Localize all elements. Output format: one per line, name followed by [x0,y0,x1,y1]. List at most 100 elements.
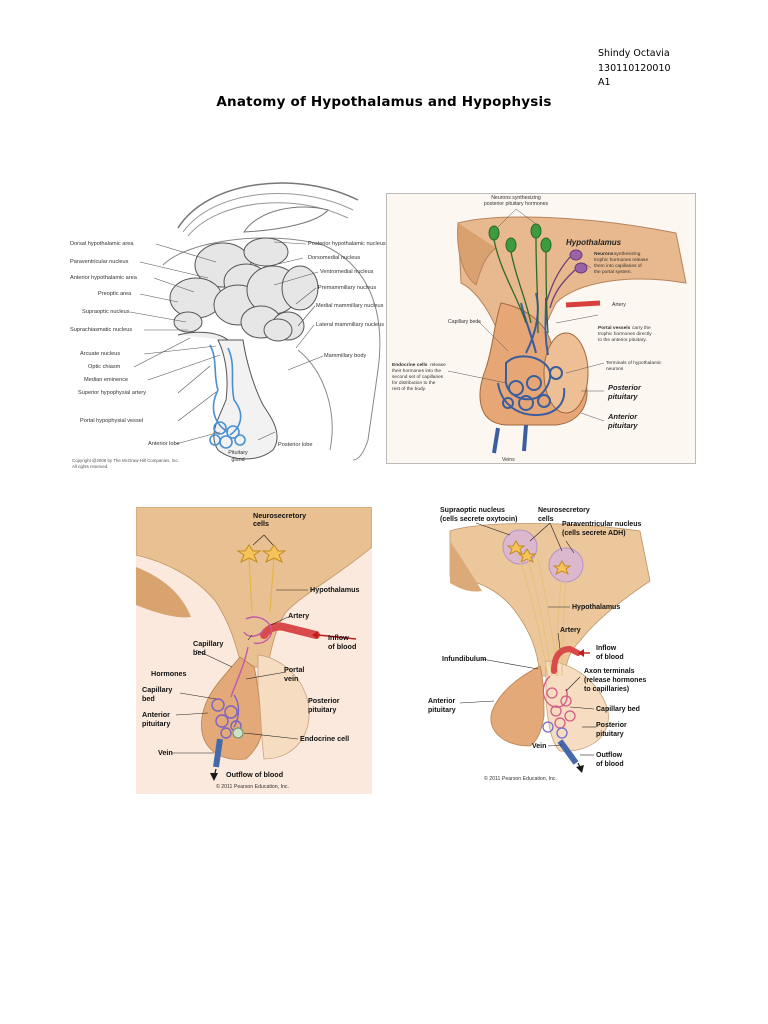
label-inflow-fig4-1: Inflow [596,645,617,652]
label-anterior-lobe: Anterior lobe [148,441,180,447]
copyright-fig3: © 2011 Pearson Education, Inc. [216,783,289,790]
label-portal-note-1: carry the [632,325,651,331]
label-dorsomedial-nucleus: Dorsomedial nucleus [308,255,360,261]
label-endocrine-cell-fig3: Endocrine cell [300,734,349,743]
label-paraventricular-1: Paraventricular nucleus [562,521,641,528]
page-title: Anatomy of Hypothalamus and Hypophysis [216,94,552,110]
label-neurosecretory-fig4-2: cells [538,516,554,523]
label-superior-hypophysial-artery: Superior hypophysial artery [78,390,146,396]
label-endocrine-bold: Endocrine cells [392,362,428,368]
label-portal-note-2: trophic hormones directly [598,331,652,337]
copyright-fig4: © 2011 Pearson Education, Inc. [484,775,557,782]
label-capillary-bed-fig3-2a: Capillary [142,685,172,694]
label-anterior-fig3-1: Anterior [142,710,170,719]
label-axon-3: to capillaries) [584,686,629,693]
label-paraventricular-2: (cells secrete ADH) [562,530,626,537]
label-hypothalamus-fig4: Hypothalamus [572,604,620,611]
label-capillary-bed-fig3-2b: bed [142,694,155,703]
figure-portal-system: Neurons synthesizing posterior pituitary… [386,193,696,464]
label-supraoptic-2: (cells secrete oxytocin) [440,516,517,523]
label-capillary-bed-fig3-1a: Capillary [193,639,223,648]
label-portal-note-3: to the anterior pituitary. [598,337,647,343]
label-arcuate-nucleus: Arcuate nucleus [80,351,120,357]
label-anterior-hypothalamic-area: Anterior hypothalamic area [70,275,138,281]
label-endocrine-note-5: rest of the body. [392,386,426,392]
label-mammillary-body: Mammillary body [324,353,366,359]
label-posterior-fig2-2: pituitary [607,392,638,401]
label-medial-mammillary-nucleus: Medial mammillary nucleus [316,303,384,309]
label-paraventricular-nucleus: Paraventricular nucleus [70,259,129,265]
figure-hypothalamic-nuclei: Dorsal hypothalamic area Paraventricular… [68,170,386,476]
label-hormones-fig3: Hormones [151,669,187,678]
label-hypothalamus-fig3: Hypothalamus [310,585,360,594]
label-endocrine-note-1: release [430,362,446,368]
label-vein-fig3: Vein [158,748,173,757]
label-outflow-fig3: Outflow of blood [226,770,283,779]
label-vein-fig4: Vein [532,743,546,750]
label-artery-fig3: Artery [288,611,309,620]
label-neurons-note-3: them into capillaries of [594,263,642,269]
label-suprachiasmatic-nucleus: Suprachiasmatic nucleus [70,327,132,333]
label-posterior-fig3-2: pituitary [308,705,336,714]
label-hypothalamus-fig2: Hypothalamus [566,238,622,247]
label-artery-fig2: Artery [612,302,626,308]
label-inflow-fig4-2: of blood [596,654,624,661]
label-neurons-synthesizing-1: Neurons synthesizing [491,195,541,201]
label-supraoptic-nucleus: Supraoptic nucleus [82,309,130,315]
label-capillary-beds-fig2: Capillary beds [448,319,481,325]
label-neurons-note-2: trophic hormones release [594,257,648,263]
label-portal-vein-1: Portal [284,665,304,674]
label-neurosecretory-fig4-1: Neurosecretory [538,507,590,514]
label-endocrine-note-4: for distribution to the [392,380,436,386]
author-id: 130110120010 [598,62,671,74]
label-neurons-note-1: synthesizing [614,251,641,257]
author-name: Shindy Octavia [598,48,670,59]
label-dorsal-hypothalamic-area: Dorsal hypothalamic area [70,241,134,247]
label-terminals-2: neurons [606,366,624,372]
label-neurons-note-bold: Neurons [594,251,614,257]
label-pituitary-gland-2: gland [231,457,244,463]
label-anterior-fig4-2: pituitary [428,707,456,714]
author-group: A1 [598,77,611,88]
label-inflow-fig3-1: Inflow [328,633,349,642]
label-neurons-synthesizing-2: posterior pituitary hormones [484,201,549,207]
author-block: Shindy Octavia 130110120010 A1 [598,47,671,91]
figure-posterior-pituitary: Supraoptic nucleus (cells secrete oxytoc… [420,501,666,782]
figure-anterior-pituitary: Neurosecretory cells Hypothalamus Artery… [136,507,372,794]
label-capillary-bed-fig3-1b: bed [193,648,206,657]
label-premammillary-nucleus: Premammillary nucleus [318,285,376,291]
label-axon-2: (release hormones [584,677,646,684]
label-posterior-fig3-1: Posterior [308,696,340,705]
label-outflow-fig4-1: Outflow [596,752,623,759]
label-axon-1: Axon terminals [584,668,635,675]
label-terminals-1: Terminals of hypothalamic [606,360,662,366]
label-anterior-fig2-1: Anterior [607,412,638,421]
label-optic-chiasm: Optic chiasm [88,364,121,370]
label-neurosecretory-fig3-2: cells [253,519,269,528]
label-anterior-fig2-2: pituitary [607,421,638,430]
label-endocrine-note-3: second set of capillaries [392,374,444,380]
label-endocrine-note-2: their hormones into the [392,368,441,374]
label-preoptic-area: Preoptic area [98,291,132,297]
label-veins-fig2: Veins [502,457,515,463]
label-posterior-lobe: Posterior lobe [278,442,313,448]
label-posterior-fig4-2: pituitary [596,731,624,738]
label-neurosecretory-fig3-1: Neurosecretory [253,511,306,520]
label-neurons-note-4: the portal system. [594,269,632,275]
label-posterior-fig4-1: Posterior [596,722,627,729]
label-anterior-fig4-1: Anterior [428,698,456,705]
label-posterior-fig2-1: Posterior [608,383,642,392]
label-outflow-fig4-2: of blood [596,761,624,768]
label-capillary-bed-fig4: Capillary bed [596,706,640,713]
label-portal-vein-2: vein [284,674,298,683]
label-portal-bold: Portal vessels [598,325,631,331]
label-ventromedial-nucleus: Ventromedial nucleus [320,269,374,275]
copyright-fig1-1: Copyright @2006 by The McGraw-Hill Compa… [72,458,179,463]
label-supraoptic-1: Supraoptic nucleus [440,507,505,514]
label-inflow-fig3-2: of blood [328,642,356,651]
label-portal-hypophysial-vessel: Portal hypophysial vessel [80,418,143,424]
label-posterior-hypothalamic-nucleus: Posterior hypothalamic nucleus [308,241,386,247]
copyright-fig1-2: All rights reserved. [72,464,108,469]
label-median-eminence: Median eminence [84,377,128,383]
label-pituitary-gland-1: Pituitary [228,450,248,456]
